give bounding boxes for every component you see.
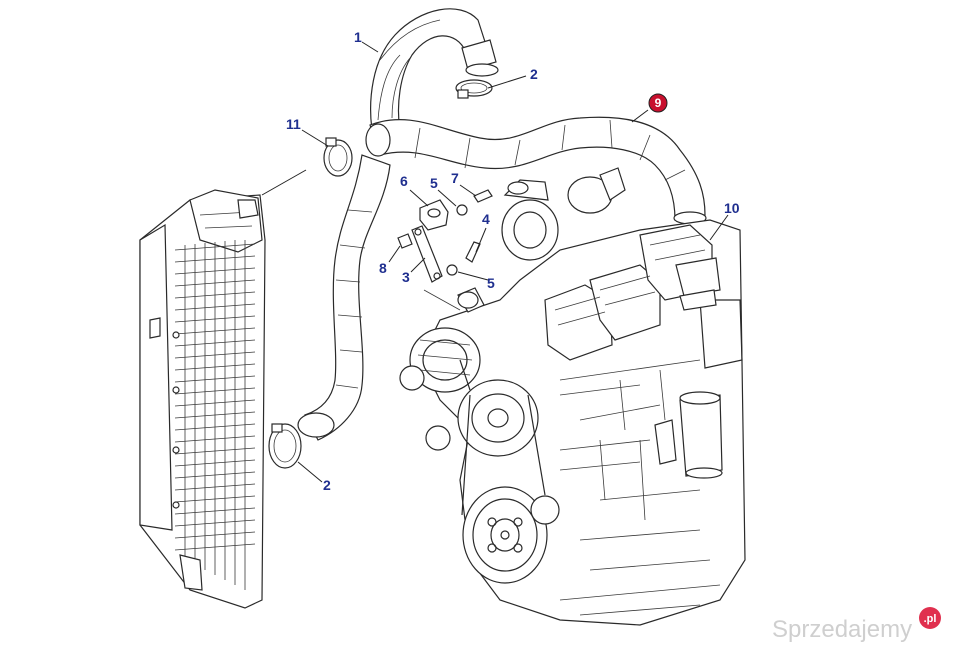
fuel-filter xyxy=(654,391,723,479)
callout-4: 4 xyxy=(482,211,490,227)
bracket-parts xyxy=(397,189,493,311)
hose-1 xyxy=(304,8,487,441)
leader-lines xyxy=(261,41,729,483)
watermark-badge-text: .pl xyxy=(924,613,937,625)
callout-6: 6 xyxy=(400,173,408,189)
callout-5-top: 5 xyxy=(430,175,438,191)
callout-1: 1 xyxy=(354,29,362,45)
intercooler-radiator xyxy=(139,189,266,609)
callout-numbers: 1 2 11 6 5 7 4 8 3 5 10 2 9 xyxy=(286,29,740,493)
clamp-2-top xyxy=(455,79,493,99)
engine-block xyxy=(399,167,746,626)
callout-8: 8 xyxy=(379,260,387,276)
callout-5-bottom: 5 xyxy=(487,275,495,291)
callout-7: 7 xyxy=(451,170,459,186)
watermark-badge: .pl xyxy=(919,607,941,629)
crank-pulley xyxy=(462,486,548,584)
watermark: Sprzedajemy .pl xyxy=(772,607,941,643)
callout-11: 11 xyxy=(286,116,301,132)
hose-9 xyxy=(365,116,707,225)
clamp-2-bottom xyxy=(268,412,335,469)
watermark-text: Sprzedajemy xyxy=(772,616,912,643)
radiator-core-mesh xyxy=(174,240,256,590)
alternator xyxy=(399,327,481,393)
clamp-11 xyxy=(323,137,353,177)
turbocharger xyxy=(501,167,626,261)
hose-top-stub xyxy=(461,39,499,77)
callout-2-top: 2 xyxy=(530,66,538,82)
callout-10: 10 xyxy=(724,200,740,216)
callout-3: 3 xyxy=(402,269,410,285)
callout-9: 9 xyxy=(655,96,662,110)
callout-2-bottom: 2 xyxy=(323,477,331,493)
callout-9-highlight: 9 xyxy=(648,93,668,113)
